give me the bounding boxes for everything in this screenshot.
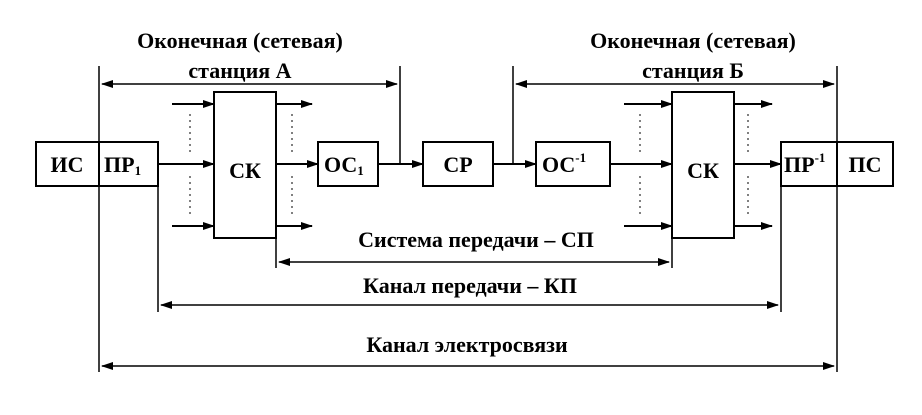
station-a-title-line2: станция А [188,58,291,83]
oc-inv-label: ОС-1 [542,150,586,177]
transmission-system-label: Система передачи – СП [358,227,594,252]
oc1-box [317,141,379,187]
station-b-title-line2: станция Б [642,58,744,83]
sink-label: ПС [849,152,882,177]
switch-b-box [671,91,735,239]
telecom-channel-label: Канал электросвязи [366,332,568,357]
station-b-title-line1: Оконечная (сетевая) [590,28,796,53]
cp-label: СР [443,152,472,177]
switch-a-label: СК [229,158,261,183]
station-a-title-line1: Оконечная (сетевая) [137,28,343,53]
converter-inv-label: ПР-1 [784,150,825,177]
source-label: ИС [51,152,84,177]
switch-b-label: СК [687,158,719,183]
oc1-label: ОС1 [324,152,364,178]
transmission-channel-label: Канал передачи – КП [363,273,577,298]
converter-label: ПР1 [104,152,141,178]
oc-inv-box [535,141,611,187]
source-converter-box [35,141,159,187]
